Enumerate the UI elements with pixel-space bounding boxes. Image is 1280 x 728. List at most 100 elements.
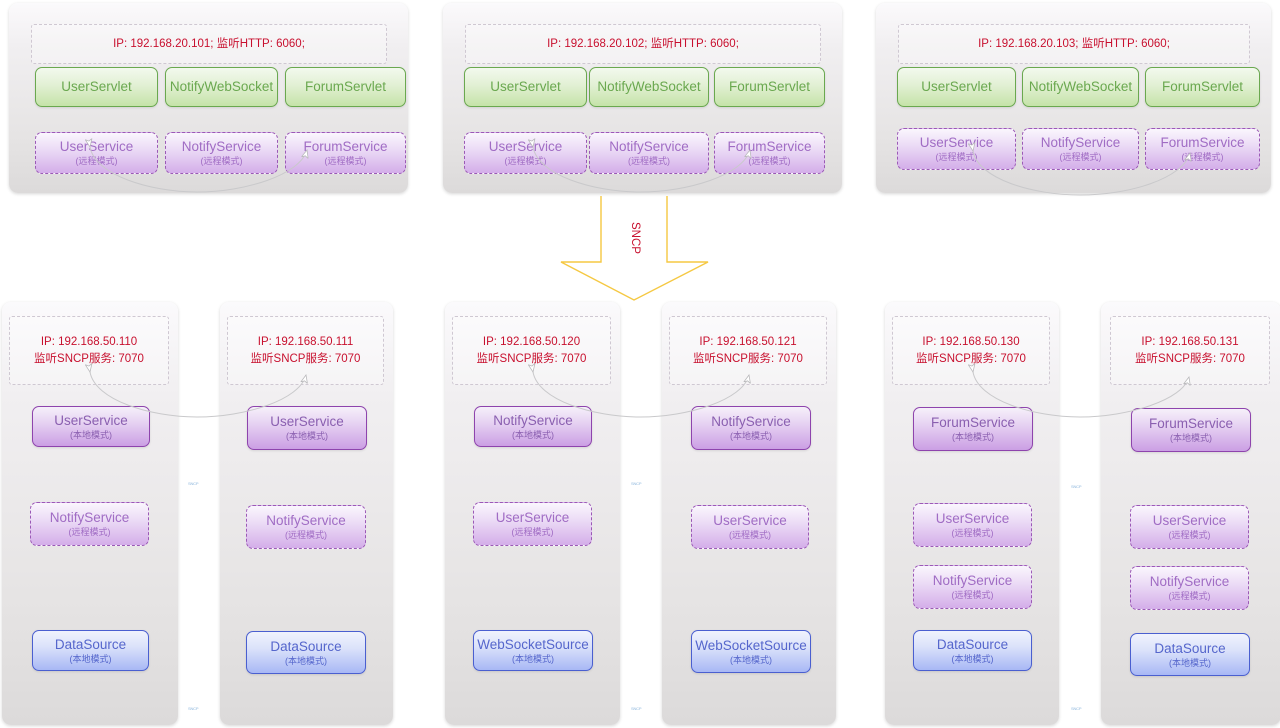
node-notifyservice-local[interactable]: NotifyService (本地模式)	[474, 406, 592, 447]
service-panel-131-ip: IP: 192.168.50.131	[1141, 335, 1239, 348]
node-mode: (远程模式)	[324, 156, 367, 166]
node-userservlet[interactable]: UserServlet	[35, 67, 158, 107]
node-label: DataSource	[1154, 640, 1226, 656]
node-mode: (本地模式)	[730, 431, 772, 441]
node-userservlet[interactable]: UserServlet	[897, 67, 1016, 107]
node-mode: (远程模式)	[68, 527, 111, 537]
node-label: UserService	[270, 414, 344, 429]
node-mode: (远程模式)	[1059, 152, 1102, 162]
web-panel-3[interactable]: IP: 192.168.20.103; 监听HTTP: 6060; UserSe…	[876, 3, 1271, 193]
node-label: WebSocketSource	[695, 637, 807, 653]
service-panel-120-port: 监听SNCP服务: 7070	[476, 352, 587, 365]
node-userservice-remote[interactable]: UserService (远程模式)	[691, 505, 809, 549]
node-label: UserService	[59, 139, 134, 154]
node-label: ForumService	[1160, 135, 1245, 150]
node-mode: (远程模式)	[511, 527, 554, 537]
node-notifyservice-remote[interactable]: NotifyService (远程模式)	[1130, 566, 1249, 610]
node-mode: (本地模式)	[285, 655, 327, 666]
service-panel-131-port: 监听SNCP服务: 7070	[1135, 352, 1245, 365]
node-notifywebsocket[interactable]: NotifyWebSocket	[589, 67, 709, 107]
service-panel-110[interactable]: IP: 192.168.50.110 监听SNCP服务: 7070 UserSe…	[2, 302, 178, 725]
node-forumservlet[interactable]: ForumServlet	[1145, 67, 1260, 107]
node-userservice-remote[interactable]: UserService (远程模式)	[473, 502, 592, 546]
node-userservice-remote[interactable]: UserService (远程模式)	[913, 503, 1032, 547]
web-panel-1[interactable]: IP: 192.168.20.101; 监听HTTP: 6060; UserSe…	[9, 3, 408, 193]
sncp-arrow-label: SNCP	[629, 222, 641, 254]
connector-mini-label: SNCP	[631, 706, 642, 711]
service-panel-111-info: IP: 192.168.50.111 监听SNCP服务: 7070	[227, 316, 384, 385]
node-mode: (远程模式)	[75, 156, 118, 166]
node-mode: (远程模式)	[951, 528, 994, 538]
service-panel-120-info: IP: 192.168.50.120 监听SNCP服务: 7070	[452, 316, 611, 385]
node-label: UserServlet	[921, 79, 992, 94]
node-userservlet[interactable]: UserServlet	[464, 67, 587, 107]
node-label: ForumServlet	[304, 79, 387, 94]
node-label: DataSource	[270, 638, 342, 654]
node-forumservice-remote[interactable]: ForumService (远程模式)	[285, 132, 406, 174]
node-forumservice-local[interactable]: ForumService (本地模式)	[913, 407, 1033, 451]
node-notifyservice-remote[interactable]: NotifyService (远程模式)	[165, 132, 278, 174]
node-notifyservice-remote[interactable]: NotifyService (远程模式)	[589, 132, 709, 174]
node-label: UserService	[488, 139, 563, 154]
service-panel-121-info: IP: 192.168.50.121 监听SNCP服务: 7070	[669, 316, 827, 385]
node-mode: (远程模式)	[1181, 152, 1224, 162]
node-label: UserService	[495, 510, 570, 525]
service-panel-131[interactable]: IP: 192.168.50.131 监听SNCP服务: 7070 ForumS…	[1101, 302, 1280, 725]
node-notifyservice-remote[interactable]: NotifyService (远程模式)	[913, 565, 1032, 609]
node-userservice-remote[interactable]: UserService (远程模式)	[464, 132, 587, 174]
node-label: NotifyService	[1149, 574, 1230, 589]
service-panel-121[interactable]: IP: 192.168.50.121 监听SNCP服务: 7070 Notify…	[662, 302, 836, 725]
node-userservice-remote[interactable]: UserService (远程模式)	[1130, 505, 1249, 549]
node-label: ForumServlet	[1161, 79, 1244, 94]
service-panel-120[interactable]: IP: 192.168.50.120 监听SNCP服务: 7070 Notify…	[445, 302, 620, 725]
node-notifyservice-local[interactable]: NotifyService (本地模式)	[691, 406, 811, 450]
node-mode: (远程模式)	[504, 156, 547, 166]
node-datasource-local[interactable]: DataSource (本地模式)	[32, 630, 149, 671]
node-userservice-remote[interactable]: UserService (远程模式)	[897, 128, 1016, 170]
web-panel-2-ip: IP: 192.168.20.102; 监听HTTP: 6060;	[547, 37, 739, 50]
node-label: ForumService	[930, 415, 1016, 430]
node-label: UserServlet	[490, 79, 561, 94]
node-label: UserServlet	[61, 79, 132, 94]
node-mode: (远程模式)	[1168, 530, 1211, 540]
node-notifyservice-remote[interactable]: NotifyService (远程模式)	[246, 505, 366, 549]
node-forumservlet[interactable]: ForumServlet	[285, 67, 406, 107]
node-datasource-local[interactable]: DataSource (本地模式)	[246, 631, 366, 674]
node-notifyservice-remote[interactable]: NotifyService (远程模式)	[30, 502, 149, 546]
node-label: NotifyService	[932, 573, 1013, 588]
web-panel-2[interactable]: IP: 192.168.20.102; 监听HTTP: 6060; UserSe…	[443, 3, 842, 193]
node-forumservice-remote[interactable]: ForumService (远程模式)	[714, 132, 825, 174]
node-mode: (远程模式)	[285, 530, 327, 540]
node-mode: (远程模式)	[935, 152, 978, 162]
service-panel-130[interactable]: IP: 192.168.50.130 监听SNCP服务: 7070 ForumS…	[885, 302, 1059, 725]
node-notifyservice-remote[interactable]: NotifyService (远程模式)	[1022, 128, 1139, 170]
node-userservice-local[interactable]: UserService (本地模式)	[247, 406, 367, 450]
node-label: UserService	[54, 412, 128, 428]
service-panel-121-ip: IP: 192.168.50.121	[699, 335, 797, 348]
node-mode: (远程模式)	[951, 590, 994, 600]
node-label: DataSource	[54, 636, 127, 652]
connector-mini-label: SNCP	[188, 706, 199, 711]
node-forumservice-local[interactable]: ForumService (本地模式)	[1131, 408, 1251, 452]
node-notifywebsocket[interactable]: NotifyWebSocket	[165, 67, 278, 107]
node-datasource-local[interactable]: DataSource (本地模式)	[913, 630, 1032, 671]
node-websocketsource-local[interactable]: WebSocketSource (本地模式)	[473, 630, 593, 671]
node-websocketsource-local[interactable]: WebSocketSource (本地模式)	[691, 630, 811, 673]
node-forumservice-remote[interactable]: ForumService (远程模式)	[1145, 128, 1260, 170]
node-mode: (本地模式)	[512, 653, 554, 664]
node-label: ForumService	[727, 139, 812, 154]
node-userservice-remote[interactable]: UserService (远程模式)	[35, 132, 158, 174]
service-panel-110-info: IP: 192.168.50.110 监听SNCP服务: 7070	[9, 316, 169, 385]
node-label: NotifyService	[1040, 135, 1121, 150]
service-panel-130-port: 监听SNCP服务: 7070	[916, 352, 1026, 365]
node-mode: (远程模式)	[1168, 591, 1211, 601]
node-userservice-local[interactable]: UserService (本地模式)	[32, 406, 150, 447]
node-label: NotifyService	[49, 510, 130, 525]
node-mode: (本地模式)	[952, 432, 994, 442]
service-panel-111[interactable]: IP: 192.168.50.111 监听SNCP服务: 7070 UserSe…	[220, 302, 393, 725]
node-notifywebsocket[interactable]: NotifyWebSocket	[1022, 67, 1139, 107]
web-panel-3-info: IP: 192.168.20.103; 监听HTTP: 6060;	[898, 24, 1250, 64]
node-forumservlet[interactable]: ForumServlet	[714, 67, 825, 107]
node-datasource-local[interactable]: DataSource (本地模式)	[1130, 633, 1250, 676]
service-panel-130-info: IP: 192.168.50.130 监听SNCP服务: 7070	[892, 316, 1050, 385]
